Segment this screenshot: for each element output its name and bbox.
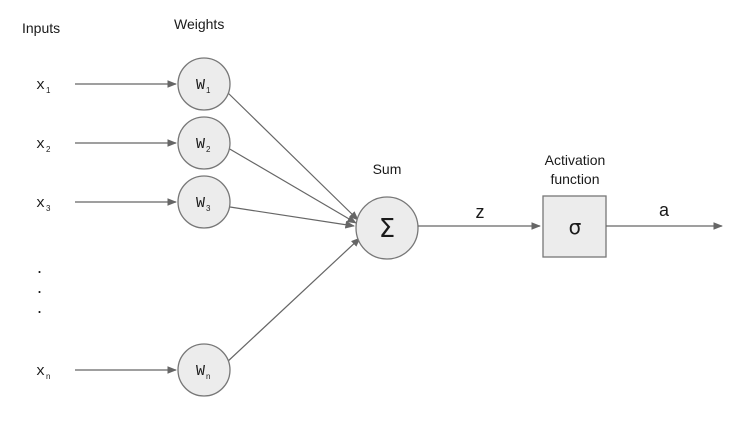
sum-node: Σ [355, 196, 419, 260]
weight-edge-n [225, 237, 361, 364]
weight-node-wn: W n [177, 343, 231, 397]
weight-wn-base: W [196, 363, 205, 380]
input-xn-sub: n [46, 372, 50, 381]
input-x2-sub: 2 [46, 145, 51, 154]
input-x1: x 1 [36, 77, 51, 95]
weight-edge-3 [229, 206, 355, 229]
z-label: z [476, 202, 485, 222]
weight-node-w1: W 1 [177, 57, 231, 111]
activation-symbol: σ [569, 215, 582, 239]
input-x2-base: x [36, 136, 45, 153]
inputs-header: Inputs [22, 20, 60, 36]
input-x3: x 3 [36, 195, 51, 213]
ellipsis-dot-3: . [37, 297, 42, 317]
input-x1-sub: 1 [46, 86, 51, 95]
weight-w1-sub: 1 [206, 86, 211, 95]
weight-w2-base: W [196, 136, 205, 153]
weight-edge-1 [225, 90, 359, 221]
weight-wn-sub: n [206, 372, 210, 381]
input-x3-sub: 3 [46, 204, 51, 213]
sum-header: Sum [373, 161, 402, 177]
input-x3-base: x [36, 195, 45, 212]
weight-node-w3: W 3 [177, 175, 231, 229]
input-xn-base: x [36, 363, 45, 380]
weight-edge-2 [227, 147, 357, 224]
input-x1-base: x [36, 77, 45, 94]
weights-header: Weights [174, 16, 224, 32]
ellipsis-dot-2: . [37, 277, 42, 297]
input-x2: x 2 [36, 136, 51, 154]
activation-header-line1: Activation [545, 152, 606, 168]
weight-w3-sub: 3 [206, 204, 211, 213]
sum-symbol: Σ [379, 214, 395, 244]
weight-w2-sub: 2 [206, 145, 211, 154]
a-label: a [659, 200, 670, 220]
weight-w1-base: W [196, 77, 205, 94]
weight-w3-base: W [196, 195, 205, 212]
activation-box: σ [542, 195, 607, 258]
input-xn: x n [36, 363, 50, 381]
activation-header-line2: function [550, 171, 599, 187]
weight-node-w2: W 2 [177, 116, 231, 170]
ellipsis-dot-1: . [37, 257, 42, 277]
